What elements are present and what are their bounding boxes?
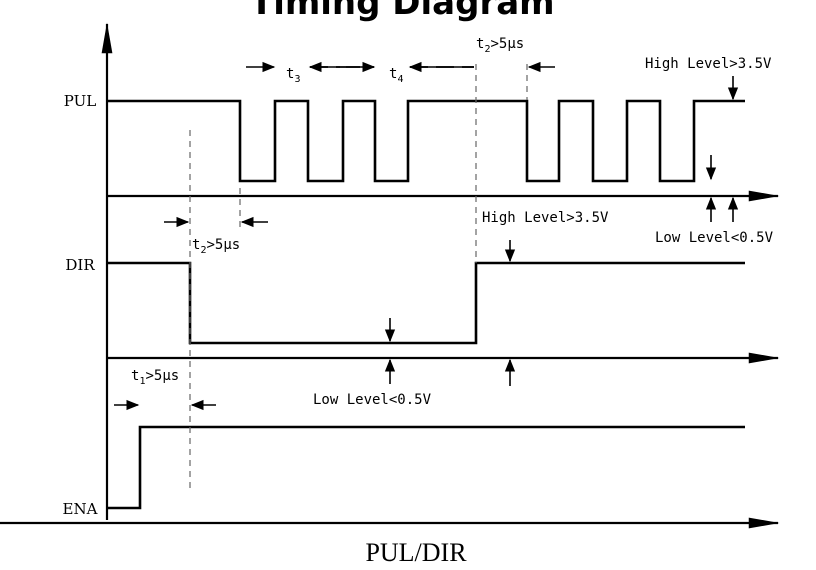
pul-label: PUL xyxy=(64,92,96,110)
pul-high-level-label: High Level>3.5V xyxy=(645,56,772,72)
diagram-title: Timing Diagram xyxy=(250,0,555,23)
dir-label: DIR xyxy=(65,256,95,274)
pul-waveform xyxy=(107,99,745,183)
ena-waveform xyxy=(107,425,745,510)
t1-label: t1>5μs xyxy=(131,368,179,387)
t4-label: t4 xyxy=(389,66,403,85)
t3-label: t3 xyxy=(286,66,300,85)
ena-label: ENA xyxy=(63,500,98,518)
dir-low-level-label: Low Level<0.5V xyxy=(313,392,432,408)
dir-high-level-label: High Level>3.5V xyxy=(482,210,609,226)
dir-waveform xyxy=(107,261,745,345)
t2-left-label: t2>5μs xyxy=(192,237,240,256)
diagram-caption: PUL/DIR xyxy=(365,538,467,567)
t2-top-label: t2>5μs xyxy=(476,36,524,55)
pul-low-level-label: Low Level<0.5V xyxy=(655,230,774,246)
